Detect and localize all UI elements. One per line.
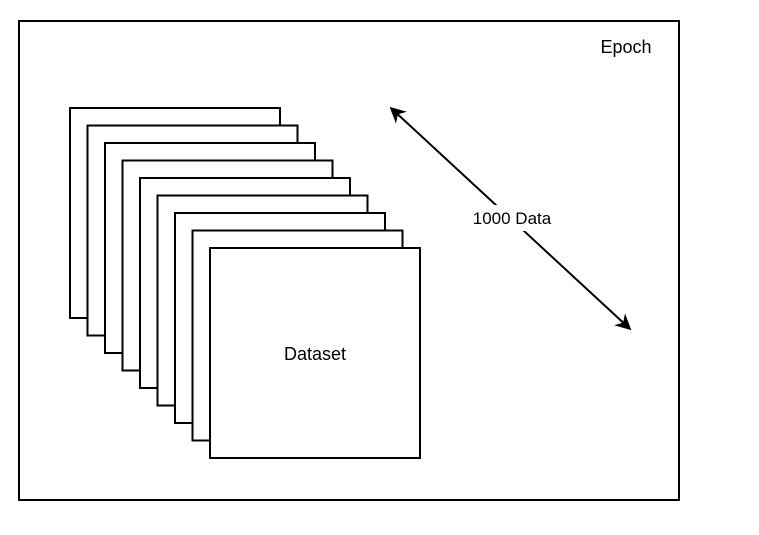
dataset-label: Dataset (284, 344, 346, 364)
dataset-card-front (209, 247, 421, 459)
dataset-card-stack (69, 107, 421, 459)
epoch-label: Epoch (600, 37, 651, 57)
arrow-label-background (464, 205, 558, 231)
arrow-label: 1000 Data (473, 209, 552, 228)
